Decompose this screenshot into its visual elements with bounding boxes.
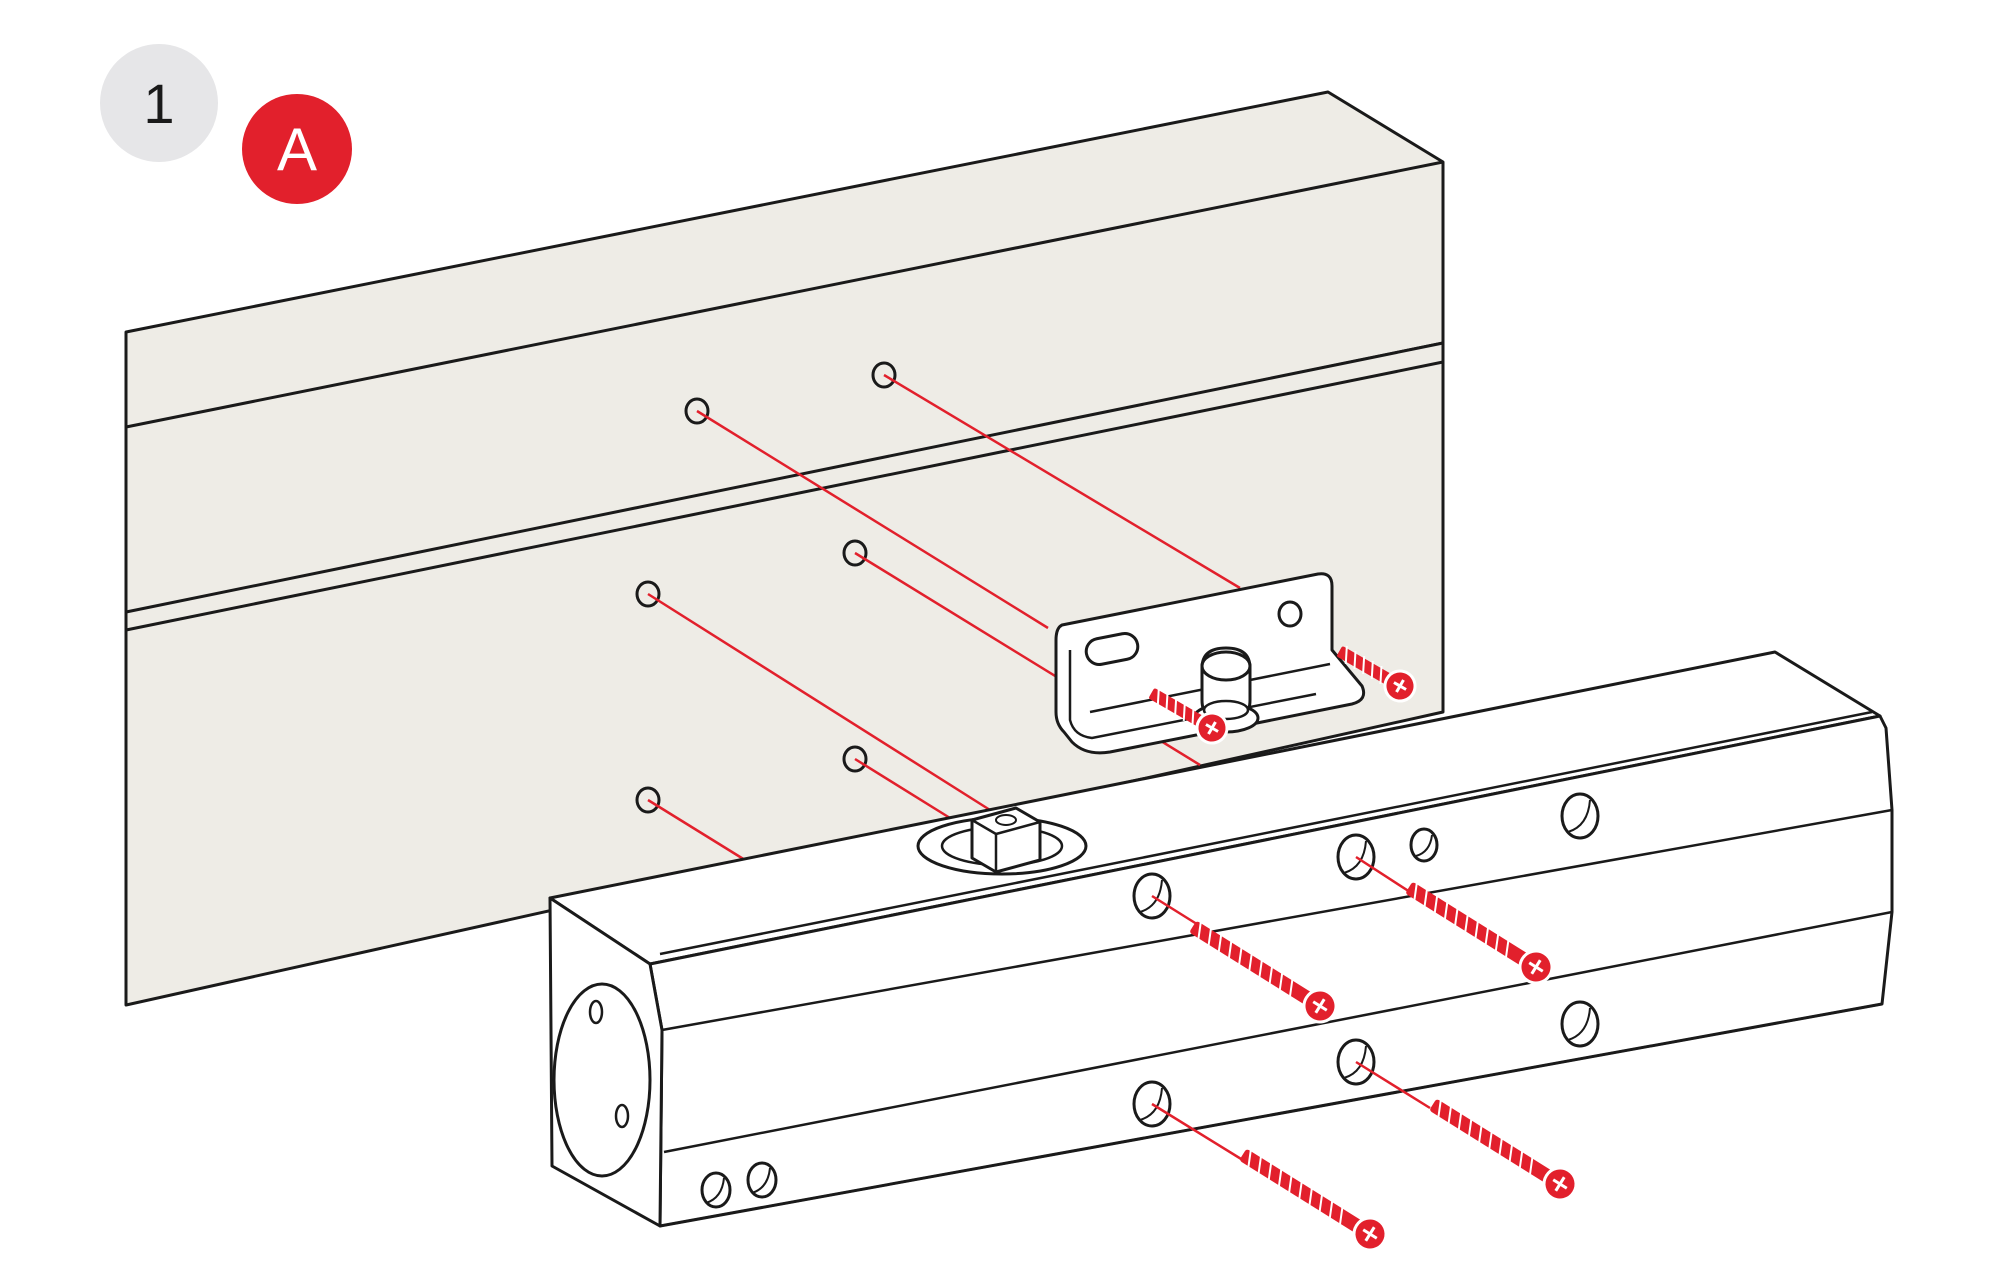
closer-screw	[1406, 881, 1554, 985]
end-cap-disc	[552, 982, 652, 1178]
alignment-line	[854, 757, 951, 820]
bracket-hole	[1277, 600, 1303, 628]
alignment-line	[883, 373, 1241, 590]
arm-bracket	[1054, 572, 1366, 755]
frame-header	[124, 90, 1445, 616]
bracket-screw	[1337, 646, 1417, 703]
closer-hole	[1409, 827, 1439, 863]
bracket-slot	[1084, 632, 1140, 666]
closer-face-holes	[700, 792, 1600, 1209]
closer-hole	[700, 1171, 732, 1209]
step-number-label: 1	[143, 71, 175, 135]
alignment-line	[696, 409, 1049, 630]
alignment-line	[647, 592, 991, 812]
closer-hole	[1560, 792, 1600, 840]
closer-screw-lines	[1151, 855, 1431, 1164]
closer-hole	[746, 1161, 778, 1199]
closer-spindle	[916, 806, 1088, 876]
closer-hole	[1560, 1000, 1600, 1048]
closer-screw	[1430, 1098, 1578, 1202]
bracket-screw	[1149, 688, 1229, 745]
part-letter-label: A	[276, 115, 318, 183]
closer-screw	[1240, 1148, 1388, 1252]
part-letter-badge: A	[242, 94, 352, 204]
door-top-edge	[125, 360, 1444, 632]
closer-screw	[1190, 920, 1338, 1024]
door-leaf	[124, 341, 1445, 1007]
alignment-line	[647, 798, 746, 862]
alignment-lines	[647, 373, 1241, 862]
frame-header-edge	[125, 160, 1444, 429]
step-number-badge: 1	[100, 44, 218, 162]
